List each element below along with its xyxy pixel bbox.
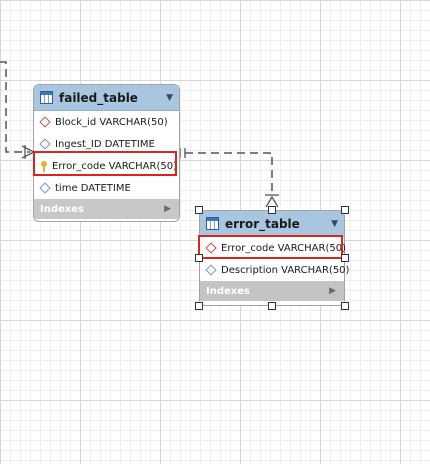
- column-row[interactable]: Error_code VARCHAR(50): [34, 155, 179, 177]
- resize-handle-top-center[interactable]: [268, 206, 276, 214]
- column-row[interactable]: time DATETIME: [34, 177, 179, 199]
- connector-failed-to-error: [179, 148, 279, 208]
- blue-diamond-icon: [39, 138, 51, 150]
- column-label: Description VARCHAR(50): [221, 264, 350, 276]
- column-label: Error_code VARCHAR(50): [52, 160, 177, 172]
- blue-diamond-icon: [205, 264, 217, 276]
- column-row[interactable]: Block_id VARCHAR(50): [34, 111, 179, 133]
- expand-arrow-icon[interactable]: ▶: [164, 204, 171, 214]
- resize-handle-top-left[interactable]: [195, 206, 203, 214]
- blue-diamond-icon: [39, 182, 51, 194]
- column-label: Block_id VARCHAR(50): [55, 116, 168, 128]
- column-label: Error_code VARCHAR(50): [221, 242, 346, 254]
- error-table-card[interactable]: error_table ▼ Error_code VARCHAR(50) Des…: [199, 210, 349, 306]
- red-diamond-icon: [205, 242, 217, 254]
- collapse-arrow-icon[interactable]: ▼: [331, 218, 338, 229]
- column-label: time DATETIME: [55, 182, 131, 194]
- collapse-arrow-icon[interactable]: ▼: [166, 92, 173, 103]
- connector-left: [0, 61, 36, 159]
- expand-arrow-icon[interactable]: ▶: [329, 286, 336, 296]
- resize-handle-middle-right[interactable]: [341, 254, 349, 262]
- resize-handle-bottom-left[interactable]: [195, 302, 203, 310]
- column-label: Ingest_ID DATETIME: [55, 138, 155, 150]
- error-table-header[interactable]: error_table ▼: [200, 211, 344, 237]
- column-row[interactable]: Error_code VARCHAR(50): [200, 237, 346, 259]
- indexes-label: Indexes: [40, 203, 84, 215]
- indexes-label: Indexes: [206, 285, 250, 297]
- failed-table-card[interactable]: failed_table ▼ Block_id VARCHAR(50) Inge…: [33, 84, 180, 222]
- red-diamond-icon: [39, 116, 51, 128]
- table-title: error_table: [225, 216, 300, 231]
- column-row[interactable]: Ingest_ID DATETIME: [34, 133, 179, 155]
- indexes-bar[interactable]: Indexes ▶: [200, 281, 344, 301]
- failed-table-header[interactable]: failed_table ▼: [34, 85, 179, 111]
- resize-handle-middle-left[interactable]: [195, 254, 203, 262]
- table-title: failed_table: [59, 90, 138, 105]
- table-icon: [40, 91, 53, 104]
- column-row[interactable]: Description VARCHAR(50): [200, 259, 349, 281]
- resize-handle-top-right[interactable]: [341, 206, 349, 214]
- key-icon: [41, 160, 47, 172]
- indexes-bar[interactable]: Indexes ▶: [34, 199, 179, 219]
- resize-handle-bottom-center[interactable]: [268, 302, 276, 310]
- table-icon: [206, 217, 219, 230]
- resize-handle-bottom-right[interactable]: [341, 302, 349, 310]
